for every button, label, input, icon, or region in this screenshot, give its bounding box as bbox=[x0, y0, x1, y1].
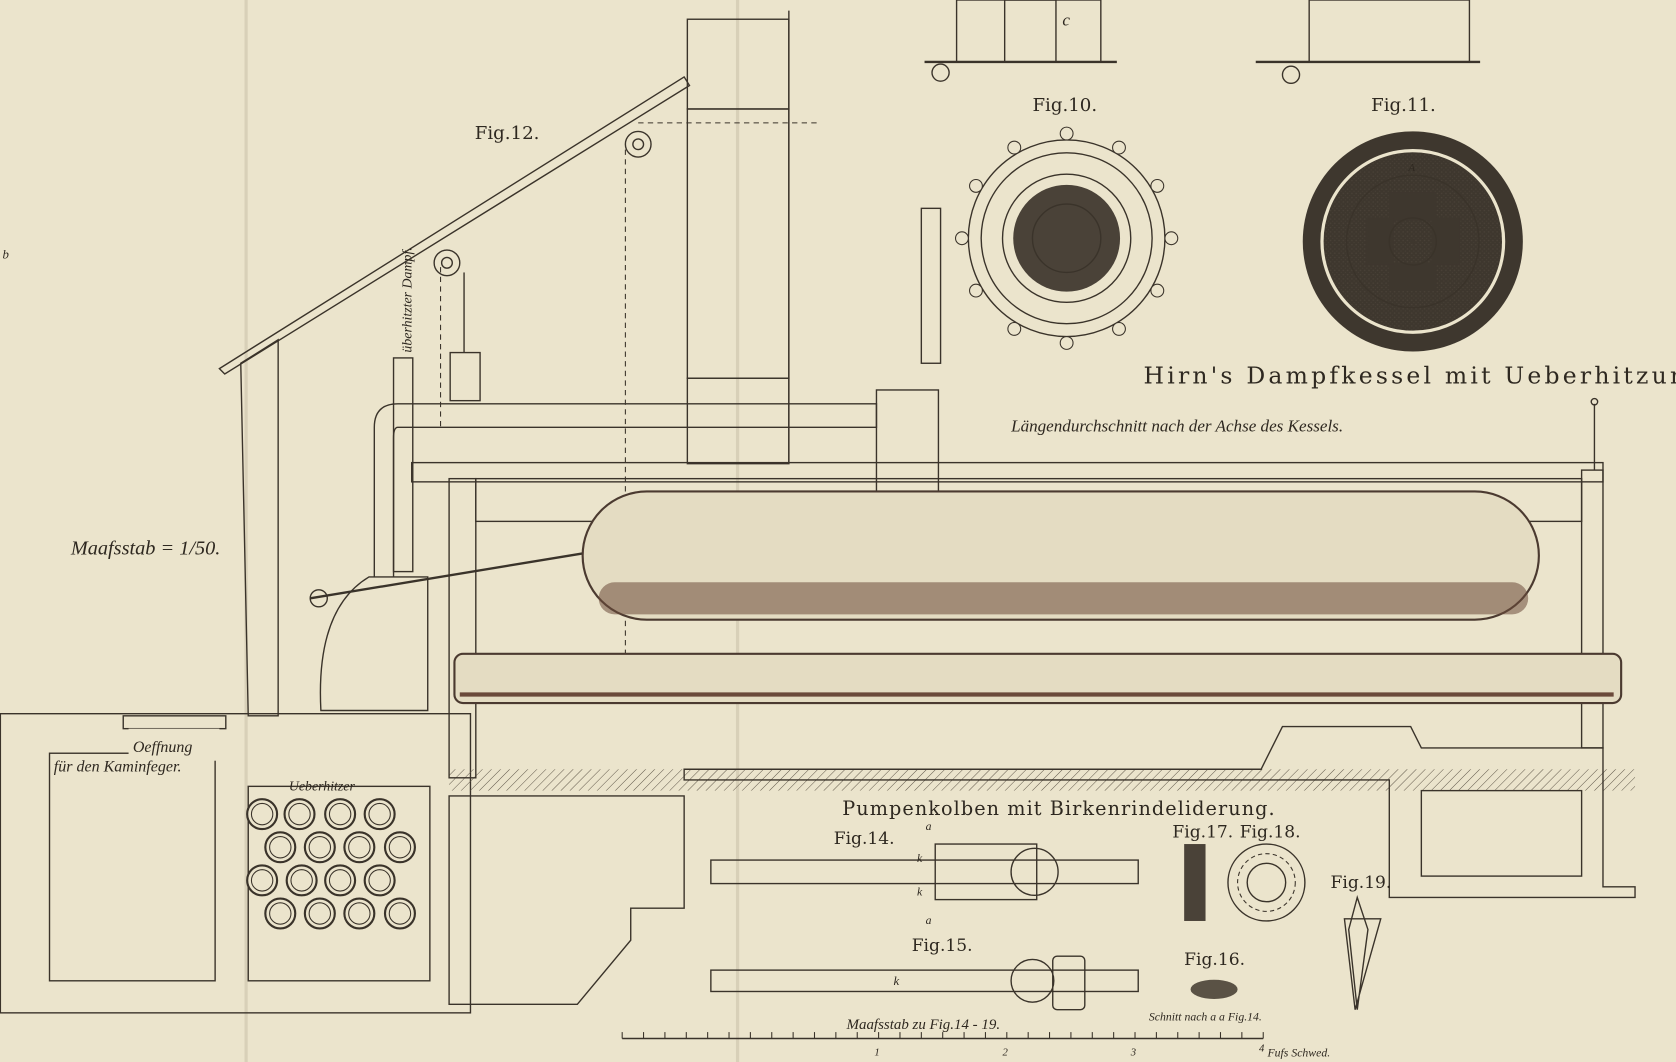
bolt bbox=[1007, 140, 1022, 155]
letter-a-bottom: a bbox=[926, 914, 932, 927]
letter-k: k bbox=[894, 974, 900, 988]
letter-c: c bbox=[1062, 11, 1070, 30]
letter-k: k bbox=[917, 852, 923, 865]
scale-tick-label: 3 bbox=[1130, 1047, 1136, 1059]
fig16-label: Fig.16. bbox=[1184, 950, 1245, 970]
brick-arch bbox=[319, 576, 429, 712]
fig10-label: Fig.10. bbox=[1032, 95, 1097, 116]
superheater-tube-inner bbox=[328, 869, 352, 892]
fig11-top-drawing bbox=[1255, 0, 1481, 85]
superheater-tube-inner bbox=[388, 902, 412, 925]
bolt bbox=[1164, 231, 1179, 246]
fig12-label: Fig.12. bbox=[475, 123, 540, 144]
scale-bar bbox=[621, 1032, 1264, 1040]
fig10-cross-section bbox=[920, 126, 1179, 364]
superheater-tube-inner bbox=[290, 869, 313, 892]
superheater-tube-inner bbox=[269, 902, 292, 925]
unit-label: Fufs Schwed. bbox=[1267, 1047, 1331, 1060]
bolt bbox=[1007, 321, 1022, 336]
piston-title: Pumpenkolben mit Birkenrindeliderung. bbox=[842, 797, 1275, 820]
opening-label-2: für den Kaminfeger. bbox=[54, 758, 182, 775]
superheater-tube-inner bbox=[348, 902, 371, 925]
fig18-label: Fig.18. bbox=[1240, 823, 1301, 843]
fig14-label: Fig.14. bbox=[834, 829, 895, 849]
main-scale-label: Maafsstab = 1/50. bbox=[70, 538, 220, 560]
superheater-tube-inner bbox=[348, 836, 371, 859]
opening-label-1: Oeffnung bbox=[133, 739, 193, 756]
piston-fig15 bbox=[710, 955, 1139, 1011]
superheater-tube-inner bbox=[269, 836, 292, 859]
building-wall bbox=[0, 338, 1636, 1014]
plate-subtitle: Längendurchschnitt nach der Achse des Ke… bbox=[1010, 417, 1343, 436]
fig10-top-drawing bbox=[924, 0, 1117, 82]
small-scale-label: Maafsstab zu Fig.14 - 19. bbox=[846, 1017, 1001, 1033]
superheater-tube-inner bbox=[288, 802, 311, 826]
fig17-label: Fig.17. bbox=[1172, 823, 1233, 843]
superheater-label: Ueberhitzer bbox=[289, 780, 356, 795]
steam-pipe bbox=[309, 357, 940, 608]
bolt bbox=[1112, 321, 1126, 336]
letter-k: k bbox=[917, 885, 923, 898]
scale-tick-label: 1 bbox=[874, 1047, 879, 1059]
superheater-tubes bbox=[246, 798, 416, 930]
letter-A: A bbox=[1408, 162, 1416, 174]
superheater-tube-inner bbox=[368, 802, 391, 826]
boiler-setting bbox=[411, 397, 1623, 779]
scale-tick-label: 2 bbox=[1003, 1047, 1009, 1059]
superheater-tube-inner bbox=[250, 869, 274, 892]
letter-b: b bbox=[3, 248, 10, 262]
fig11-cross-section bbox=[1302, 131, 1523, 352]
piston-fig14 bbox=[710, 843, 1139, 901]
superheater-tube-inner bbox=[388, 836, 412, 859]
superheater-tube-inner bbox=[308, 902, 332, 925]
bolt bbox=[1059, 336, 1074, 350]
bolt bbox=[1150, 178, 1165, 193]
superheater-tube-inner bbox=[328, 802, 352, 826]
superheater-tube-inner bbox=[368, 869, 391, 892]
fig19-label: Fig.19. bbox=[1331, 873, 1392, 893]
superheater-tube-inner bbox=[250, 802, 274, 826]
chimney bbox=[686, 10, 790, 465]
fig11-label: Fig.11. bbox=[1371, 95, 1436, 116]
plate-title: Hirn's Dampfkessel mit Ueberhitzungs. bbox=[1144, 362, 1676, 390]
bolt bbox=[954, 231, 969, 246]
bolt bbox=[1150, 283, 1165, 298]
superheater-tube-inner bbox=[308, 836, 332, 859]
letter-a-top: a bbox=[926, 820, 932, 833]
scale-tick-label: 4 bbox=[1259, 1042, 1265, 1054]
fig15-label: Fig.15. bbox=[912, 936, 973, 956]
section-note: Schnitt nach a a Fig.14. bbox=[1149, 1010, 1262, 1023]
bolt bbox=[969, 283, 983, 298]
bolt bbox=[969, 178, 983, 193]
bolt bbox=[1112, 140, 1126, 155]
bolt bbox=[1059, 126, 1074, 141]
fig17-18-19-details bbox=[1184, 843, 1382, 1010]
steam-label: überhitzter Dampf. bbox=[401, 247, 416, 352]
